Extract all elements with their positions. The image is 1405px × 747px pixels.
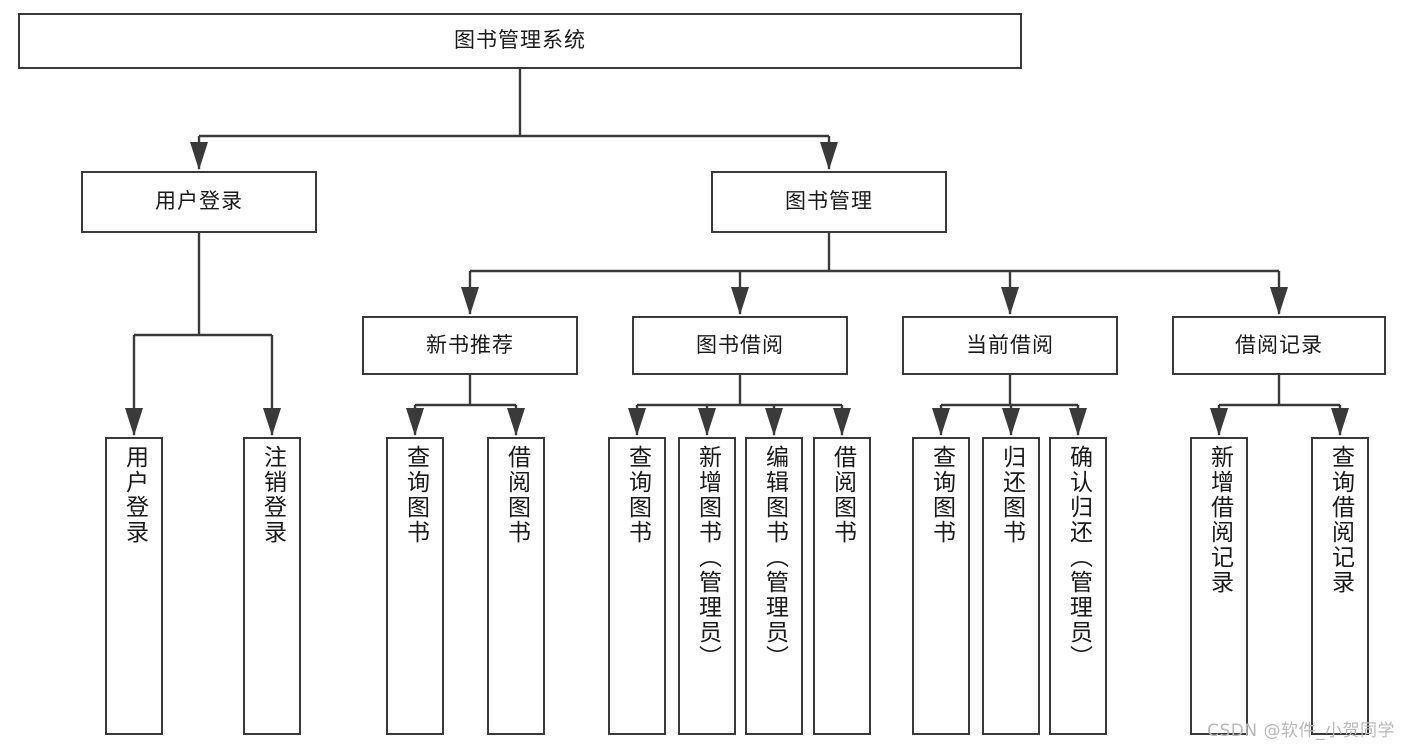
- node-leaf-logout-login[interactable]: 注销登录: [243, 437, 301, 735]
- node-leaf-confirm-return-admin[interactable]: 确认归还（管理员）: [1049, 437, 1107, 735]
- node-label: 新增图书（管理员）: [694, 445, 721, 670]
- node-label: 归还图书: [998, 445, 1025, 545]
- node-label: 查询图书: [624, 445, 651, 545]
- node-label: 新增借阅记录: [1206, 445, 1233, 595]
- node-label: 借阅图书: [829, 445, 856, 545]
- node-label: 借阅图书: [503, 445, 530, 545]
- node-borrow-record[interactable]: 借阅记录: [1172, 316, 1386, 375]
- connector-arrowhead: [125, 408, 143, 436]
- node-leaf-query-book-borrow[interactable]: 查询图书: [608, 437, 666, 735]
- node-user-login[interactable]: 用户登录: [81, 171, 317, 233]
- connector-arrowhead: [1069, 408, 1087, 436]
- connector-arrowhead: [731, 287, 749, 315]
- connector-arrowhead: [698, 408, 716, 436]
- connector-arrowhead: [833, 408, 851, 436]
- node-label: 查询图书: [402, 445, 429, 545]
- node-leaf-user-login[interactable]: 用户登录: [105, 437, 163, 735]
- connector-arrowhead: [461, 287, 479, 315]
- node-label: 用户登录: [121, 445, 148, 545]
- connector-arrowhead: [820, 142, 838, 170]
- node-leaf-borrow-book-rec[interactable]: 借阅图书: [487, 437, 545, 735]
- node-book-borrow[interactable]: 图书借阅: [632, 316, 848, 375]
- node-root-root[interactable]: 图书管理系统: [18, 13, 1022, 69]
- node-label: 编辑图书（管理员）: [761, 445, 788, 670]
- connector-arrowhead: [765, 408, 783, 436]
- node-label: 查询图书: [928, 445, 955, 545]
- node-label: 确认归还（管理员）: [1065, 445, 1092, 670]
- connector-arrowhead: [1270, 287, 1288, 315]
- connector-arrowhead: [628, 408, 646, 436]
- node-label: 查询借阅记录: [1327, 445, 1354, 595]
- node-new-book-rec[interactable]: 新书推荐: [362, 316, 578, 375]
- connector-arrowhead: [932, 408, 950, 436]
- connector-arrowhead: [406, 408, 424, 436]
- node-leaf-borrow-book[interactable]: 借阅图书: [813, 437, 871, 735]
- node-label: 图书管理系统: [454, 28, 586, 53]
- node-label: 注销登录: [259, 445, 286, 545]
- node-leaf-add-borrow-record[interactable]: 新增借阅记录: [1190, 437, 1248, 735]
- connector-arrowhead: [507, 408, 525, 436]
- node-leaf-return-book[interactable]: 归还图书: [982, 437, 1040, 735]
- node-leaf-query-borrow-record[interactable]: 查询借阅记录: [1311, 437, 1369, 735]
- node-label: 新书推荐: [426, 332, 514, 357]
- node-book-manage[interactable]: 图书管理: [711, 171, 947, 233]
- node-label: 借阅记录: [1235, 332, 1323, 357]
- node-label: 图书管理: [785, 189, 873, 214]
- connector-arrowhead: [1002, 408, 1020, 436]
- node-label: 图书借阅: [696, 332, 784, 357]
- node-label: 当前借阅: [966, 332, 1054, 357]
- node-leaf-edit-book-admin[interactable]: 编辑图书（管理员）: [745, 437, 803, 735]
- connector-arrowhead: [1210, 408, 1228, 436]
- connector-arrowhead: [190, 142, 208, 170]
- connector-arrowhead: [263, 408, 281, 436]
- watermark: CSDN @软件_小贺同学: [1207, 721, 1395, 741]
- node-label: 用户登录: [155, 189, 243, 214]
- node-current-borrow[interactable]: 当前借阅: [902, 316, 1118, 375]
- node-leaf-query-book-current[interactable]: 查询图书: [912, 437, 970, 735]
- connector-arrowhead: [1331, 408, 1349, 436]
- node-leaf-query-book-rec[interactable]: 查询图书: [386, 437, 444, 735]
- connector-arrowhead: [1001, 287, 1019, 315]
- node-leaf-add-book-admin[interactable]: 新增图书（管理员）: [678, 437, 736, 735]
